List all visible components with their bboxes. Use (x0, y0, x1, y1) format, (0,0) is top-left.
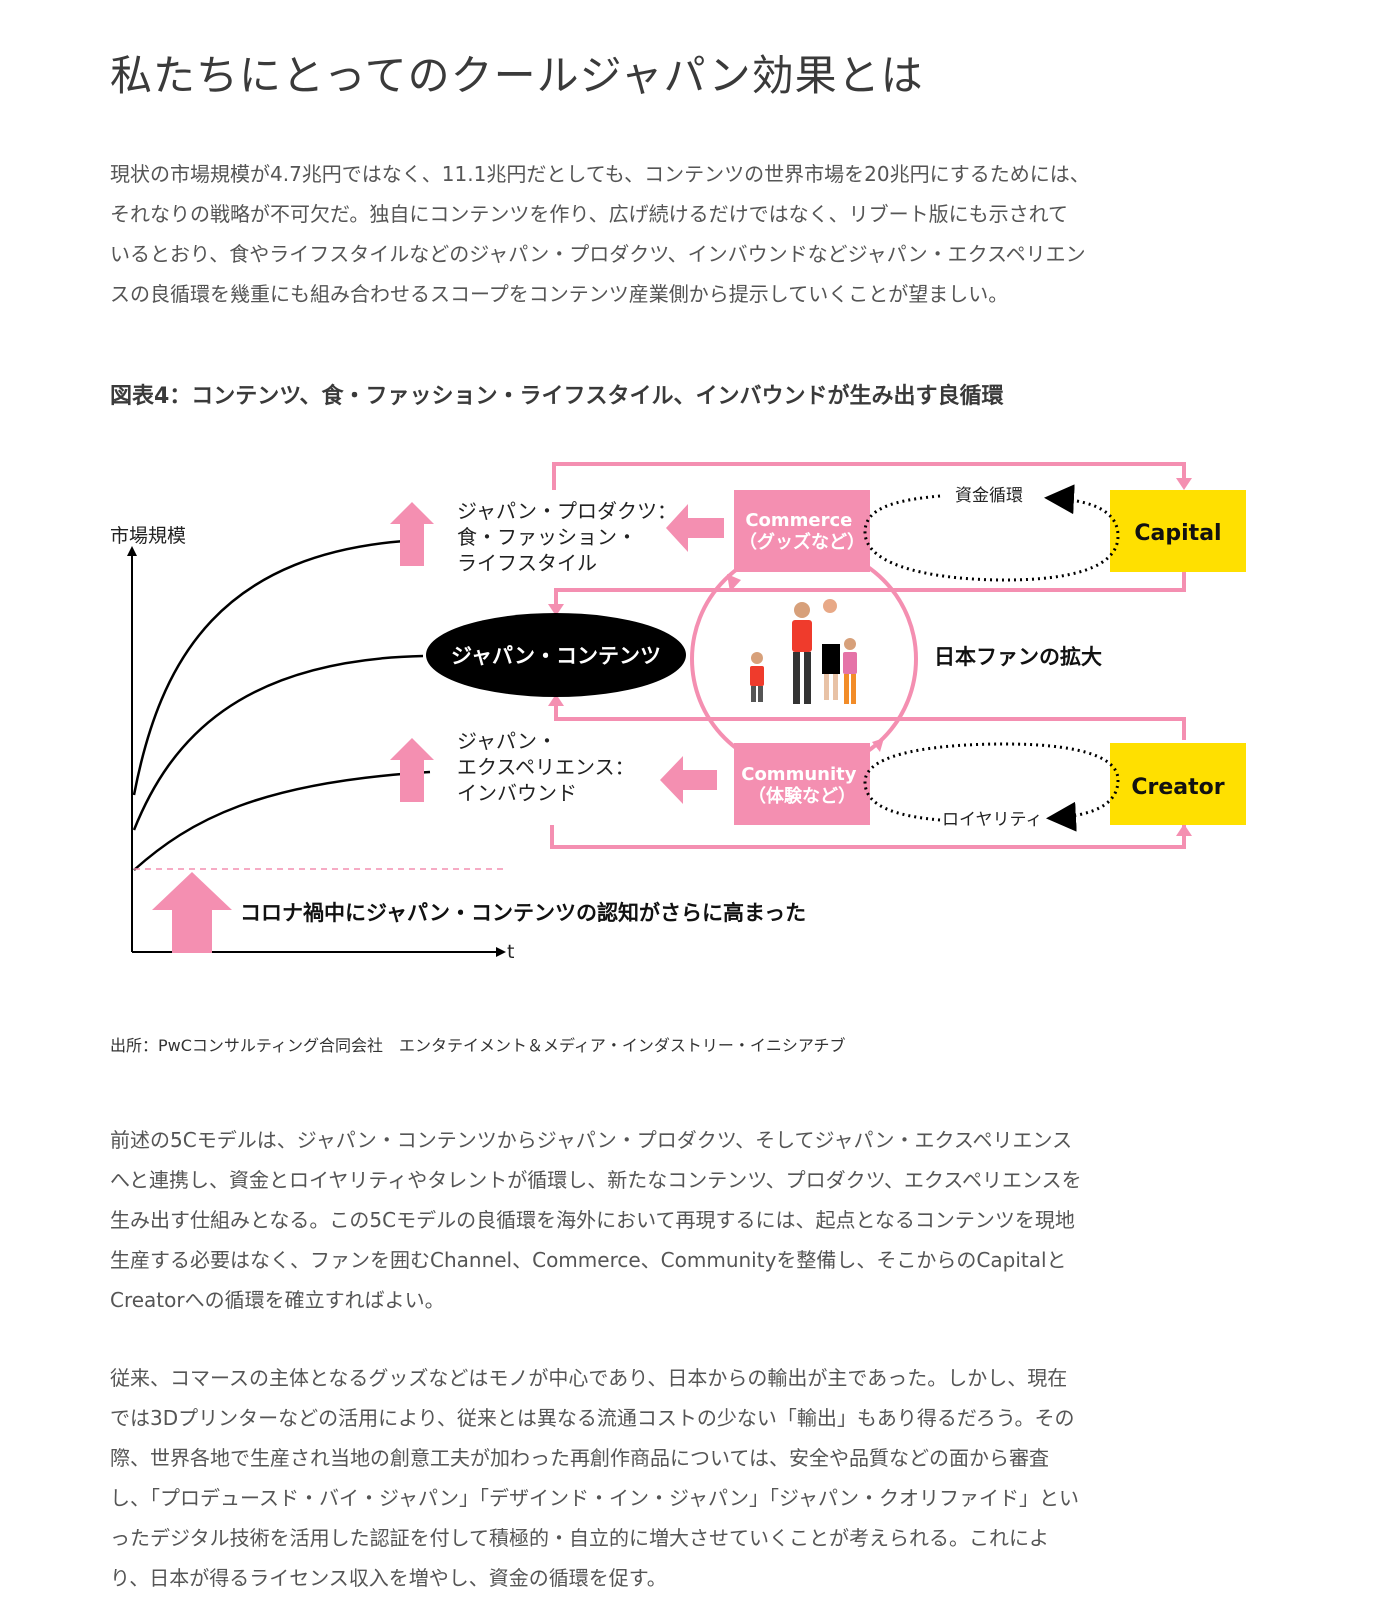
fund-cycle-loop (865, 496, 1118, 580)
body-paragraph-2: 従来、コマースの主体となるグッズなどはモノが中心であり、日本からの輸出が主であっ… (110, 1358, 1270, 1598)
commerce-label: Commerce （グッズなど） (739, 510, 865, 553)
experience-label: ジャパン・ エクスペリエンス： インバウンド (457, 729, 641, 805)
body-line: ったデジタル技術を活用した認証を付して積極的・自立的に増大させていくことが考えら… (110, 1518, 1270, 1558)
fan-expansion-label: 日本ファンの拡大 (934, 645, 1102, 669)
figure-source: 出所：PwCコンサルティング合同会社 エンタテイメント＆メディア・インダストリー… (110, 1032, 846, 1056)
up-arrow-icon (390, 738, 434, 802)
growth-curves (134, 540, 430, 870)
body-line: 際、世界各地で生産され当地の創意工夫が加わった再創作商品については、安全や品質な… (110, 1438, 1270, 1478)
corona-label: コロナ禍中にジャパン・コンテンツの認知がさらに高まった (240, 901, 806, 925)
body-line: へと連携し、資金とロイヤリティやタレントが循環し、新たなコンテンツ、プロダクツ、… (110, 1160, 1270, 1200)
figure-title: 図表4：コンテンツ、食・ファッション・ライフスタイル、インバウンドが生み出す良循… (110, 378, 1004, 410)
y-axis-arrow-icon (127, 546, 137, 556)
x-axis-arrow-icon (496, 947, 506, 957)
body-line: 生み出す仕組みとなる。この5Cモデルの良循環を海外において再現するには、起点とな… (110, 1200, 1270, 1240)
body-line: り、日本が得るライセンス収入を増やし、資金の循環を促す。 (110, 1558, 1270, 1598)
contents-label: ジャパン・コンテンツ (451, 644, 661, 668)
body-line: 従来、コマースの主体となるグッズなどはモノが中心であり、日本からの輸出が主であっ… (110, 1358, 1270, 1398)
royalty-label: ロイヤリティ (942, 810, 1042, 830)
intro-line: 現状の市場規模が4.7兆円ではなく、11.1兆円だとしても、コンテンツの世界市場… (110, 154, 1270, 194)
page-title: 私たちにとってのクールジャパン効果とは (110, 42, 924, 103)
family-illustration-icon (750, 599, 857, 704)
cycle-diagram: 市場規模 t ジャパン・プロダクツ： 食・ファッション・ ライフスタイル ジャパ… (0, 440, 1392, 1000)
body-line: 生産する必要はなく、ファンを囲むChannel、Commerce、Communi… (110, 1240, 1270, 1280)
x-axis-label: t (507, 941, 514, 963)
commerce-box (734, 490, 870, 572)
corona-up-arrow-icon (152, 872, 232, 953)
body-paragraph-1: 前述の5Cモデルは、ジャパン・コンテンツからジャパン・プロダクツ、そしてジャパン… (110, 1120, 1270, 1320)
body-line: Creatorへの循環を確立すればよい。 (110, 1280, 1270, 1320)
intro-line: スの良循環を幾重にも組み合わせるスコープをコンテンツ産業側から提示していくことが… (110, 274, 1270, 314)
capital-label: Capital (1134, 521, 1221, 546)
intro-line: いるとおり、食やライフスタイルなどのジャパン・プロダクツ、インバウンドなどジャパ… (110, 234, 1270, 274)
community-label: Community （体験など） (741, 764, 863, 807)
intro-paragraph: 現状の市場規模が4.7兆円ではなく、11.1兆円だとしても、コンテンツの世界市場… (110, 154, 1270, 314)
royalty-cycle-loop (865, 744, 1118, 820)
body-line: し、「プロデュースド・バイ・ジャパン」「デザインド・イン・ジャパン」「ジャパン・… (110, 1478, 1270, 1518)
left-arrow-icon (660, 756, 717, 804)
body-line: 前述の5Cモデルは、ジャパン・コンテンツからジャパン・プロダクツ、そしてジャパン… (110, 1120, 1270, 1160)
intro-line: それなりの戦略が不可欠だ。独自にコンテンツを作り、広げ続けるだけではなく、リブー… (110, 194, 1270, 234)
y-axis-label: 市場規模 (110, 525, 186, 547)
products-label: ジャパン・プロダクツ： 食・ファッション・ ライフスタイル (457, 499, 683, 575)
creator-label: Creator (1131, 775, 1224, 800)
fund-cycle-label: 資金循環 (955, 486, 1023, 506)
body-line: では3Dプリンターなどの活用により、従来とは異なる流通コストの少ない「輸出」もあ… (110, 1398, 1270, 1438)
up-arrow-icon (390, 502, 434, 566)
